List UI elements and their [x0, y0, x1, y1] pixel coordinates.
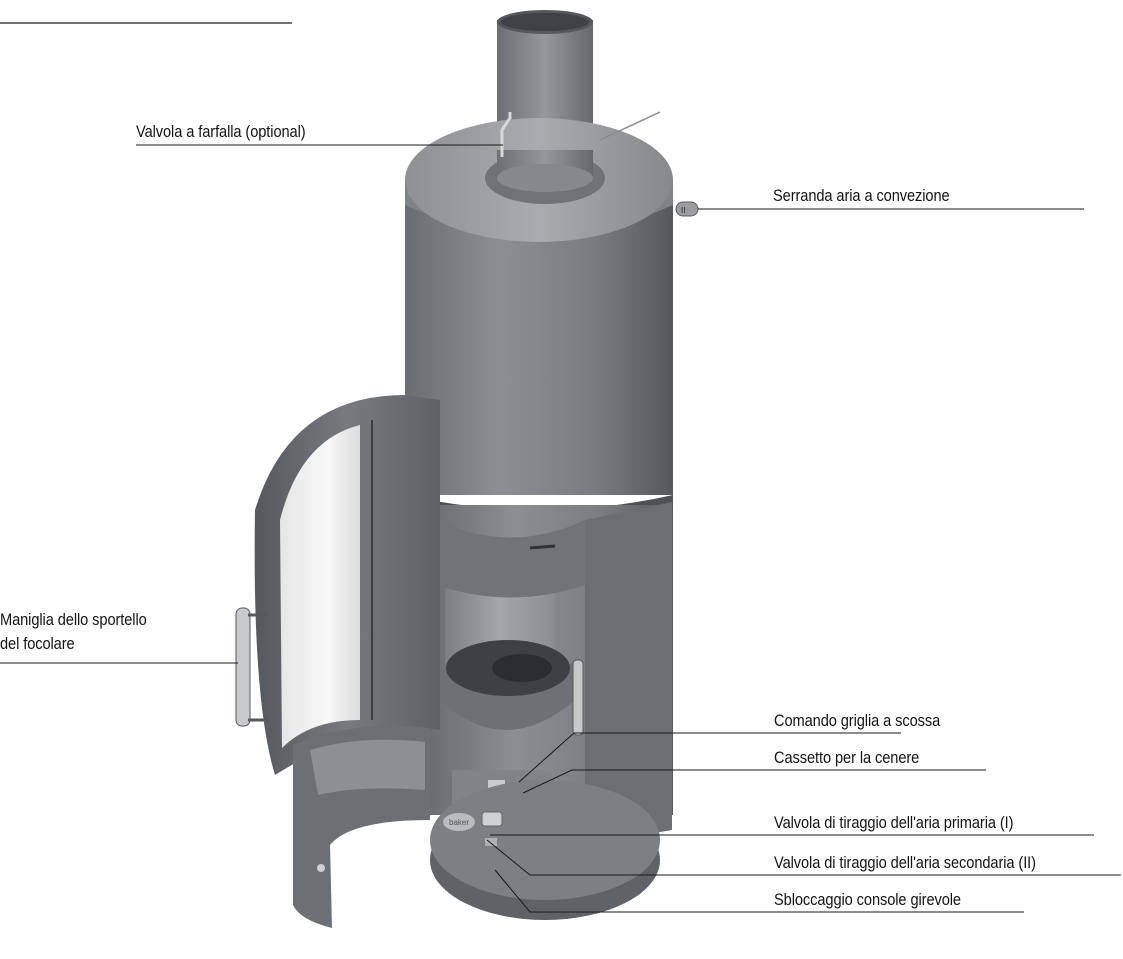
leader-swivel-release	[494, 869, 774, 913]
leader-underlines	[774, 732, 1121, 913]
svg-text:baker: baker	[449, 818, 469, 827]
convection-damper-knob: II	[675, 201, 699, 217]
label-ash-drawer: Cassetto per la cenere	[774, 748, 920, 767]
label-door-handle-line1: Maniglia dello sportello	[0, 610, 147, 629]
leader-ash-drawer	[522, 769, 774, 794]
label-door-handle: Maniglia dello sportello del focolare	[0, 608, 206, 656]
label-secondary-air-valve: Valvola di tiraggio dell'aria secondaria…	[774, 853, 1036, 872]
open-door	[235, 395, 440, 775]
butterfly-valve-rod	[500, 112, 512, 157]
label-primary-air-valve: Valvola di tiraggio dell'aria primaria (…	[774, 813, 1014, 832]
soapstone-top	[405, 111, 673, 242]
leader-secondary-air	[486, 839, 774, 876]
label-door-handle-line2: del focolare	[0, 634, 75, 653]
label-convection-damper: Serranda aria a convezione	[773, 186, 950, 205]
stove-lower-body	[430, 502, 673, 845]
swivel-segment	[293, 726, 430, 928]
stove-upper-body	[405, 205, 673, 520]
leader-shaker-grate	[518, 732, 774, 783]
leader-lines	[0, 144, 1084, 913]
svg-text:II: II	[681, 206, 685, 215]
label-shaker-grate-control: Comando griglia a scossa	[774, 711, 941, 730]
label-butterfly-valve: Valvola a farfalla (optional)	[136, 122, 306, 141]
stove-base: baker	[430, 780, 660, 920]
label-swivel-release: Sbloccaggio console girevole	[774, 890, 961, 909]
